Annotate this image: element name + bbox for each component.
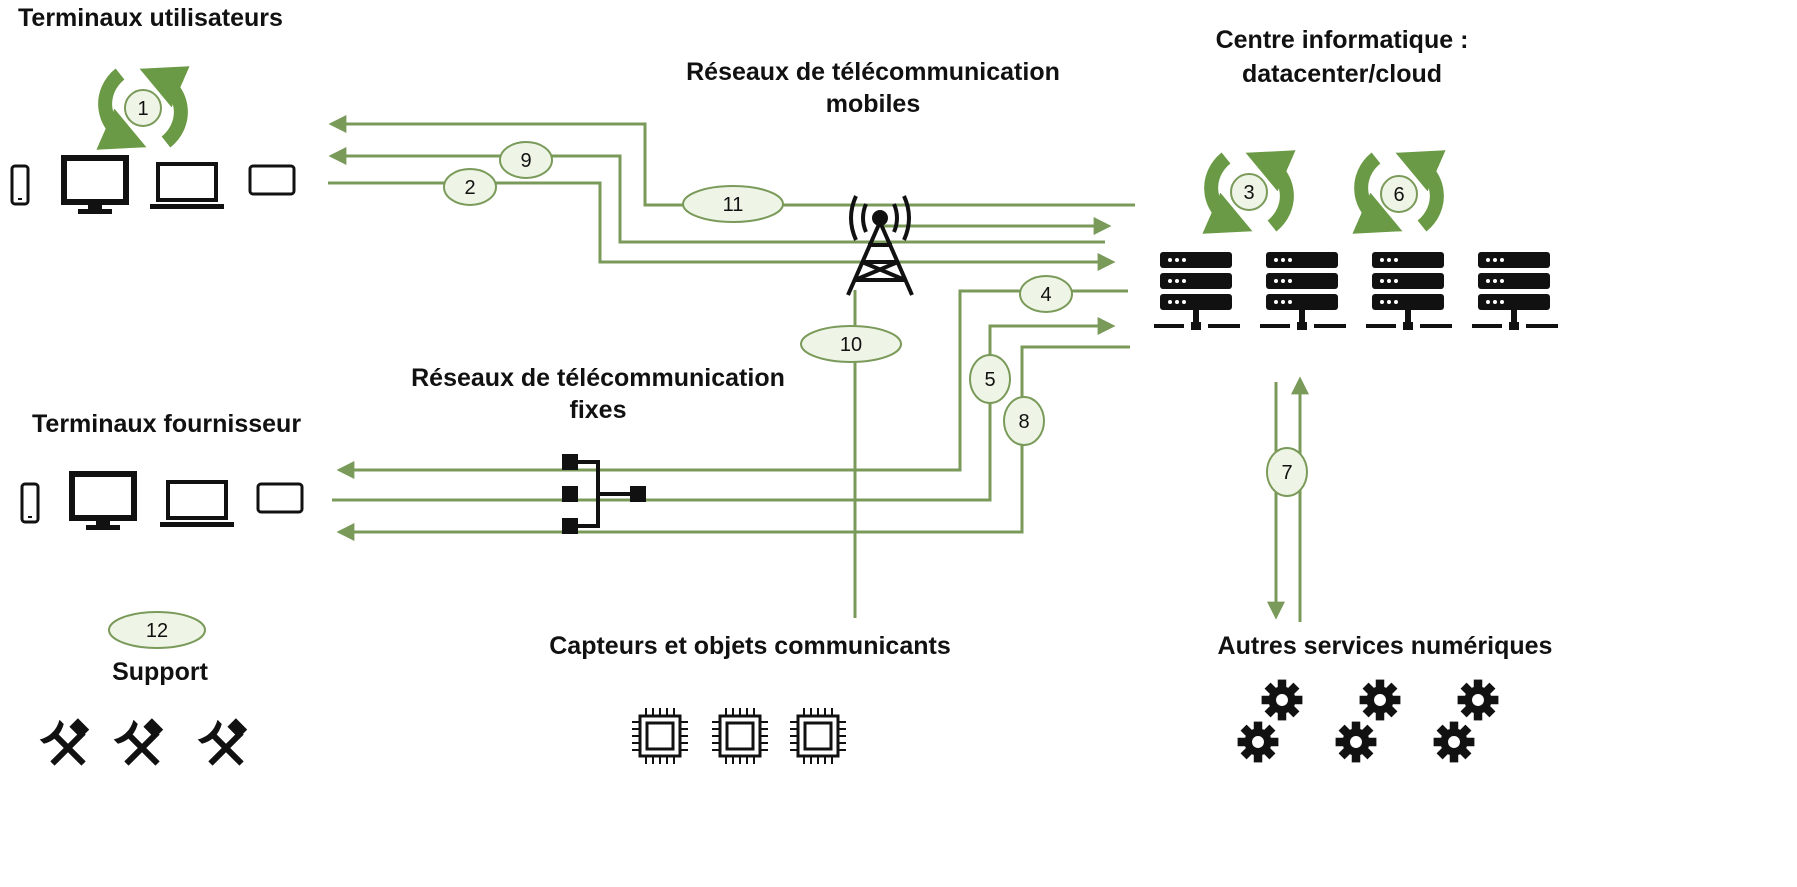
step-badge-2: 2 <box>443 168 497 206</box>
laptop-icon <box>158 480 236 529</box>
step-badge-7: 7 <box>1266 447 1308 497</box>
hammer-pick-icon <box>39 718 90 766</box>
hammer-pick-icon <box>113 718 164 766</box>
cycle-arrow-3 <box>1202 150 1296 234</box>
hammer-pick-icon <box>197 718 248 766</box>
step-badge-9: 9 <box>499 141 553 179</box>
monitor-icon <box>72 474 134 530</box>
svg-text:6: 6 <box>1393 184 1404 206</box>
step-badge-3: 3 <box>1230 173 1268 211</box>
tablet-icon <box>256 482 304 514</box>
step-badge-8: 8 <box>1003 396 1045 446</box>
label-support: Support <box>112 658 208 686</box>
support-tools <box>39 718 248 766</box>
flow-line-9 <box>328 147 1105 244</box>
server-rack-icon <box>1472 252 1558 330</box>
server-rack-group <box>1154 252 1558 330</box>
user-terminals <box>10 158 296 214</box>
svg-text:5: 5 <box>984 369 995 391</box>
label-fixed-networks: Réseaux de télécommunication <box>411 364 785 392</box>
step-badge-4: 4 <box>1019 275 1073 313</box>
step-badge-11: 11 <box>682 185 784 223</box>
server-rack-icon <box>1366 252 1452 330</box>
service-gears <box>1237 679 1499 763</box>
step-badge-12: 12 <box>108 611 206 649</box>
svg-text:1: 1 <box>137 98 148 120</box>
svg-text:3: 3 <box>1243 182 1254 204</box>
monitor-icon <box>64 158 126 214</box>
supplier-terminals <box>20 474 304 530</box>
label-datacenter-2: datacenter/cloud <box>1242 60 1442 88</box>
label-datacenter: Centre informatique : <box>1216 26 1469 54</box>
svg-text:2: 2 <box>464 177 475 199</box>
gear-icon <box>1237 721 1279 763</box>
chip-icon <box>710 706 770 766</box>
step-badge-6: 6 <box>1380 175 1418 213</box>
label-supplier-terminals: Terminaux fournisseur <box>32 410 301 438</box>
label-sensors: Capteurs et objets communicants <box>549 632 950 660</box>
label-fixed-networks-2: fixes <box>570 396 627 424</box>
cycle-arrow-1 <box>96 66 190 150</box>
network-switch-icon <box>562 454 646 534</box>
gear-icon <box>1335 721 1377 763</box>
step-badge-10: 10 <box>800 325 902 363</box>
label-user-terminals: Terminaux utilisateurs <box>18 4 283 32</box>
chip-icon <box>788 706 848 766</box>
cycle-arrow-6 <box>1352 150 1446 234</box>
sensor-chips <box>630 706 848 766</box>
smartphone-icon <box>10 164 30 206</box>
gear-icon <box>1261 679 1303 721</box>
svg-text:4: 4 <box>1040 284 1051 306</box>
antenna-tower-icon <box>846 195 914 296</box>
gear-icon <box>1433 721 1475 763</box>
step-badge-1: 1 <box>124 89 162 127</box>
svg-text:7: 7 <box>1281 462 1292 484</box>
svg-text:10: 10 <box>840 334 862 356</box>
svg-text:9: 9 <box>520 150 531 172</box>
laptop-icon <box>148 162 226 211</box>
server-rack-icon <box>1260 252 1346 330</box>
label-mobile-networks: Réseaux de télécommunication <box>686 58 1060 86</box>
svg-text:8: 8 <box>1018 411 1029 433</box>
label-other-services: Autres services numériques <box>1218 632 1553 660</box>
tablet-icon <box>248 164 296 196</box>
gear-icon <box>1359 679 1401 721</box>
flow-line-5 <box>332 317 1116 502</box>
label-mobile-networks-2: mobiles <box>826 90 920 118</box>
svg-text:12: 12 <box>146 620 168 642</box>
svg-text:11: 11 <box>723 194 744 216</box>
chip-icon <box>630 706 690 766</box>
server-rack-icon <box>1154 252 1240 330</box>
flow-line-11 <box>328 115 1135 207</box>
smartphone-icon <box>20 482 40 524</box>
step-badge-5: 5 <box>969 354 1011 404</box>
gear-icon <box>1457 679 1499 721</box>
